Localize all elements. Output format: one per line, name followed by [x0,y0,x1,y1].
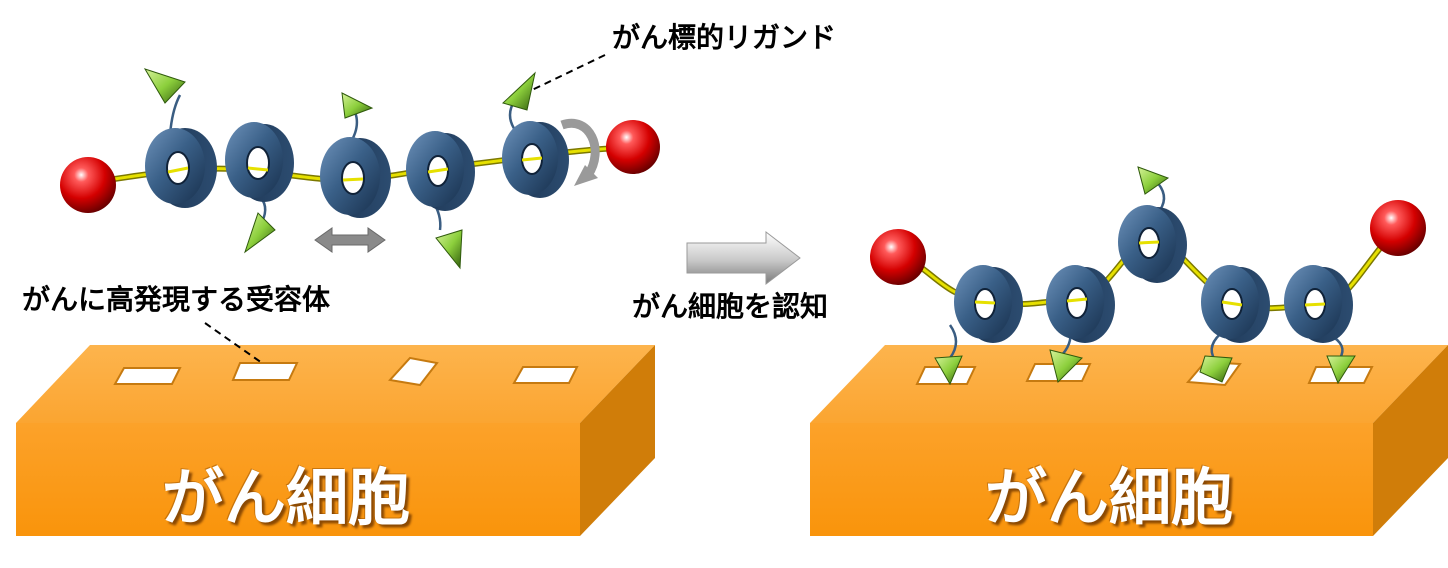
ligand-icon [435,229,463,270]
receptor-pocket [388,356,439,387]
axle-front [521,156,543,162]
axle-front [247,166,269,172]
red-sphere-icon [1370,200,1426,256]
ligand-icon [244,212,276,254]
axle-front [167,166,189,174]
red-sphere-icon [606,120,660,174]
cancer-cell-left [16,345,655,536]
ligand-tether [350,111,359,141]
double-arrow-icon [314,227,386,253]
cell-label-right: がん細胞 [985,461,1234,534]
cell-top-face [810,345,1448,423]
cyclic-ring-icon [225,122,294,202]
rotaxane-right [870,166,1426,386]
receptor-pocket [113,367,182,385]
cyclic-ring-icon [1118,205,1187,283]
receptor-pocket [512,366,579,384]
cancer-cell-right [810,345,1448,536]
right-arrow-icon [686,230,801,286]
axle-front [427,167,449,174]
receptor-label: がんに高発現する受容体 [22,283,331,316]
red-sphere-icon [60,157,116,213]
ligand-icon [934,355,963,386]
axle-front [1066,297,1088,303]
ligand-icon [1326,355,1356,385]
cyclic-ring-icon [320,137,391,218]
ligand-icon [1049,349,1083,383]
cell-label-left: がん細胞 [162,461,411,534]
axle-front [1221,300,1243,307]
ligand-icon [502,71,536,111]
axle-front [1304,302,1326,307]
cell-front-face [810,423,1373,536]
cell-side-face [580,345,655,536]
ligand-icon [341,92,374,119]
ligand-icon [143,68,186,104]
cyclic-ring-icon [406,131,475,211]
rotation-arrow-icon [560,118,600,186]
ligand-icon [1137,166,1170,195]
ligand-icon [1199,355,1233,383]
axle-front [1138,240,1160,245]
cell-front-face [16,423,580,536]
red-sphere-icon [870,229,926,285]
cyclic-ring-icon [1046,265,1115,343]
ligand-label: がん標的リガンド [612,21,837,54]
rotaxane-left [60,68,660,270]
axle-front [342,177,364,182]
axle-front [974,300,996,305]
ligand-tether [948,324,958,359]
cell-top-face [16,345,655,423]
receptor-pocket [231,362,299,381]
cell-side-face [1373,345,1448,536]
ligand-leader-line [531,54,606,91]
recognize-label: がん細胞を認知 [632,290,829,323]
